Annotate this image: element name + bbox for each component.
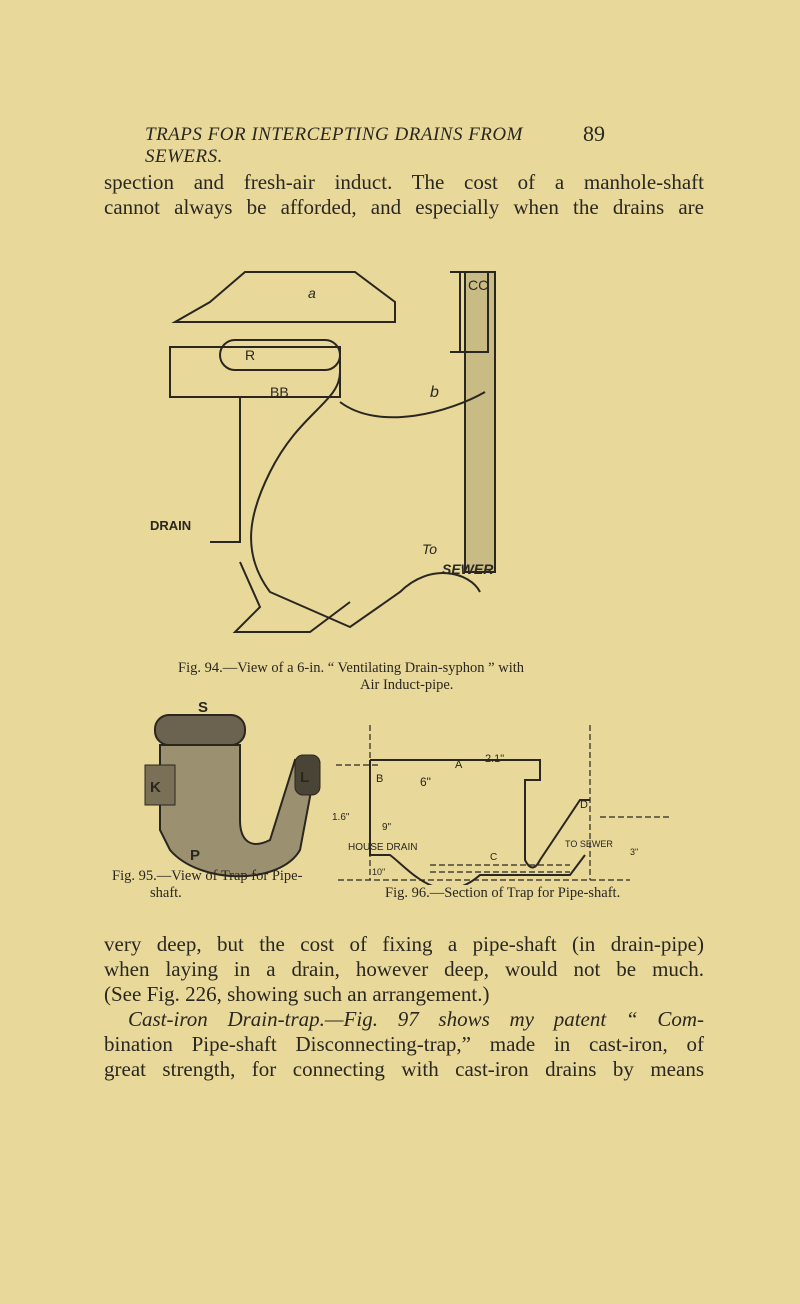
figure-95-caption: shaft. bbox=[150, 885, 182, 901]
label-l: L bbox=[300, 769, 309, 786]
label-ten: 10" bbox=[372, 867, 385, 877]
label-one-six: 1.6" bbox=[332, 812, 350, 823]
figure-94-caption: Air Induct-pipe. bbox=[360, 677, 454, 693]
label-r: R bbox=[245, 347, 255, 363]
label-k: K bbox=[150, 779, 161, 796]
label-sewer: SEWER bbox=[442, 561, 494, 577]
figure-96-caption: Fig. 96.—Section of Trap for Pipe-shaft. bbox=[385, 885, 621, 901]
body-line: when laying in a drain, however deep, wo… bbox=[104, 957, 704, 981]
label-a: a bbox=[308, 285, 316, 301]
body-line: great strength, for connecting with cast… bbox=[104, 1057, 704, 1081]
figure-96-section: A 2.1" B 6" D 9" HOUSE DRAIN TO SEWER C … bbox=[332, 725, 670, 885]
label-a: A bbox=[455, 759, 463, 771]
label-s: S bbox=[198, 700, 208, 716]
label-c: C bbox=[490, 852, 497, 863]
body-line: bination Pipe-shaft Disconnecting-trap,”… bbox=[104, 1032, 704, 1056]
label-six: 6" bbox=[420, 775, 431, 789]
body-line: very deep, but the cost of fixing a pipe… bbox=[104, 932, 704, 956]
figure-94-drain-syphon: CC a R BB b DRAIN To SEWER bbox=[150, 271, 496, 633]
figure-95-caption: Fig. 95.—View of Trap for Pipe- bbox=[112, 868, 303, 884]
label-nine: 9" bbox=[382, 822, 392, 833]
body-line: spection and fresh-air induct. The cost … bbox=[104, 170, 704, 194]
label-b: B bbox=[376, 773, 383, 785]
label-to-sewer: TO SEWER bbox=[565, 839, 613, 849]
label-cc: CC bbox=[468, 277, 488, 293]
label-dim-width: 2.1" bbox=[485, 753, 504, 765]
label-to: To bbox=[422, 541, 437, 557]
label-b: b bbox=[430, 384, 439, 401]
figure-95-trap: S K L P bbox=[144, 700, 321, 878]
figure-94-caption: Fig. 94.—View of a 6-in. “ Ventilating D… bbox=[178, 660, 525, 676]
label-drain: DRAIN bbox=[150, 518, 191, 533]
label-p: P bbox=[190, 847, 200, 864]
body-line: cannot always be afforded, and especiall… bbox=[104, 195, 704, 219]
body-line: (See Fig. 226, showing such an arrangeme… bbox=[104, 982, 490, 1006]
body-line: Cast-iron Drain-trap.—Fig. 97 shows my p… bbox=[128, 1007, 704, 1031]
label-three: 3" bbox=[630, 847, 638, 857]
label-house-drain: HOUSE DRAIN bbox=[348, 842, 417, 853]
running-header: TRAPS FOR INTERCEPTING DRAINS FROM SEWER… bbox=[145, 124, 523, 167]
label-d: D bbox=[580, 799, 588, 811]
page-number: 89 bbox=[583, 121, 605, 146]
label-bb: BB bbox=[270, 384, 289, 400]
